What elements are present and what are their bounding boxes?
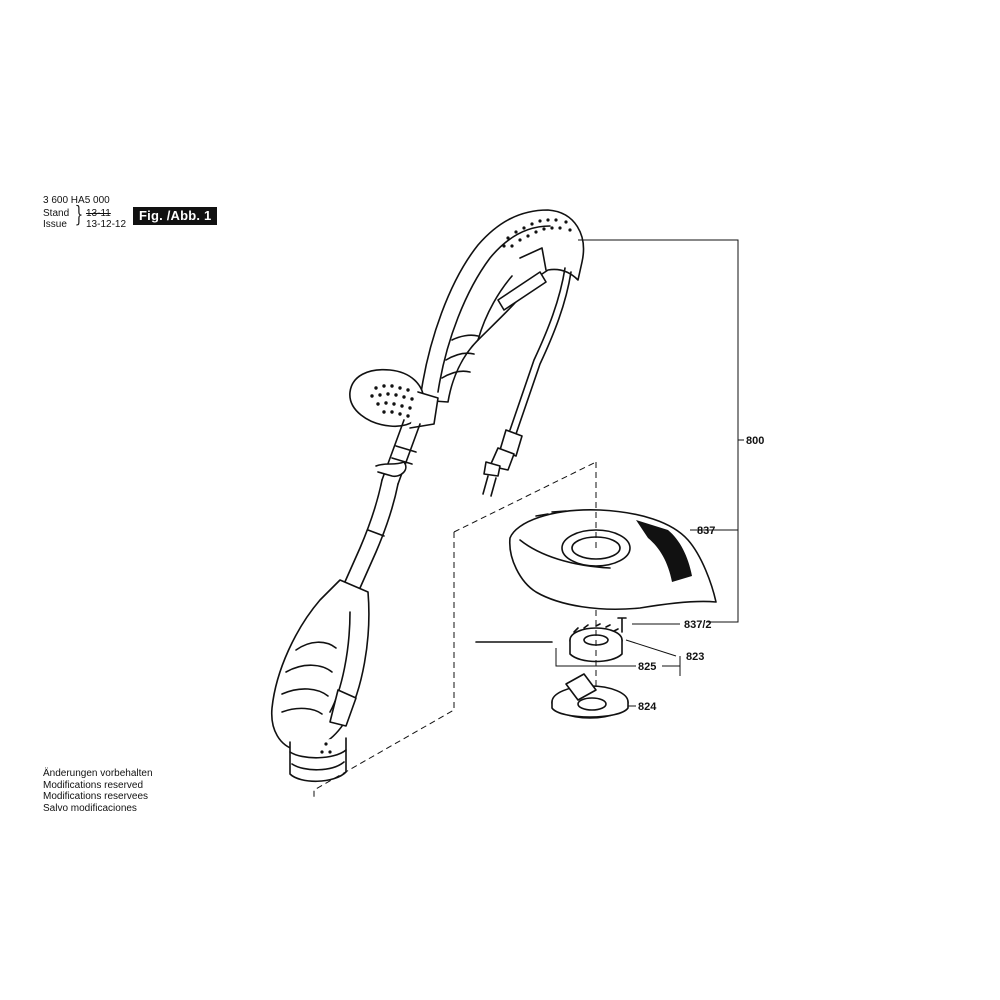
screw-illustration xyxy=(617,617,627,633)
power-cord-illustration xyxy=(482,267,572,497)
issue-value: 13-12-12 xyxy=(86,219,127,230)
note-line: Modifications reserved xyxy=(43,779,144,791)
figure-badge: Fig. /Abb. 1 xyxy=(133,207,218,225)
shaft-illustration xyxy=(343,419,421,589)
leader-lines xyxy=(555,239,744,707)
note-line: Modifications reservees xyxy=(43,791,149,802)
modification-notes: Änderungen vorbehalten Modifications res… xyxy=(43,768,153,814)
stand-label: Stand xyxy=(43,208,70,219)
guard-illustration xyxy=(509,509,717,611)
callout-800: 800 xyxy=(746,435,764,447)
note-line: Salvo modificaciones xyxy=(43,802,137,814)
stand-value: 13-11 xyxy=(86,208,111,219)
note-line: Änderungen vorbehalten xyxy=(43,768,153,779)
assembly-guide-lines xyxy=(313,461,597,800)
brace-icon: } xyxy=(74,203,84,228)
part-number: 3 600 HA5 000 xyxy=(43,195,110,206)
spool-cover-illustration xyxy=(551,673,629,719)
callout-837: 837 xyxy=(697,525,715,537)
handle-illustration xyxy=(419,209,585,403)
motor-head-illustration xyxy=(271,579,370,783)
spool-illustration xyxy=(475,623,623,663)
callout-825: 825 xyxy=(638,661,656,673)
callout-824: 824 xyxy=(638,701,657,713)
callout-837-2: 837/2 xyxy=(684,619,712,631)
auxiliary-handle-illustration xyxy=(349,368,439,429)
callout-823: 823 xyxy=(686,651,704,663)
issue-label: Issue xyxy=(43,219,67,230)
